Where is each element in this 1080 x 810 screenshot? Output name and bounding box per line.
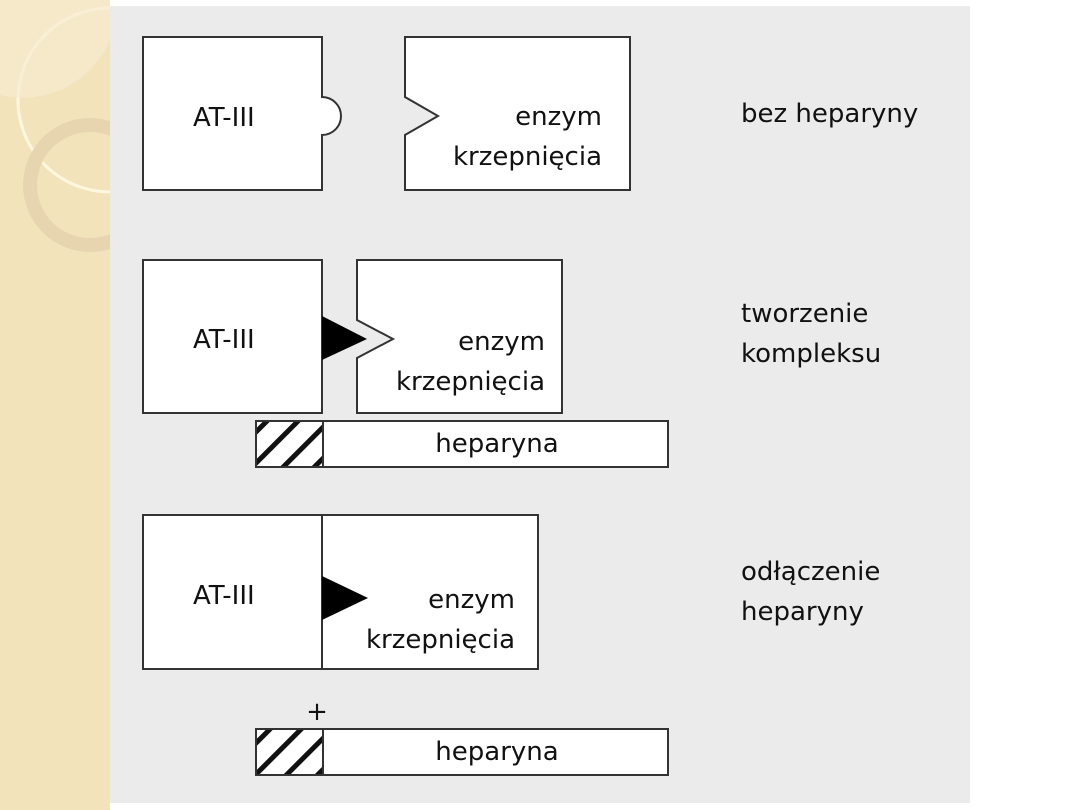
enzyme-label-1: enzym [458,327,545,357]
at3-label: AT-III [193,325,255,355]
enzyme-label-1: enzym [428,585,515,615]
at3-label: AT-III [193,581,255,611]
heparin-label: heparyna [435,737,558,767]
heparin-binding-segment [255,728,324,776]
enzyme-label-2: krzepnięcia [366,625,515,655]
step-label-1: tworzenie [741,299,868,329]
heparin-bar [255,420,669,468]
plus-sign: + [306,697,328,727]
enzyme-block [356,259,563,414]
step-label: bez heparyny [741,99,918,129]
row-heparin-release: AT-III enzym krzepnięcia + heparyna odłą… [142,514,880,776]
enzyme-label-1: enzym [515,102,602,132]
active-site-triangle-icon [322,316,367,360]
active-site-triangle-icon [322,576,368,620]
row-without-heparin: AT-III enzym krzepnięcia bez heparyny [142,36,918,191]
at3-label: AT-III [193,103,255,133]
at3-block [142,259,323,414]
decorative-rings-icon [0,0,110,252]
step-label-2: kompleksu [741,339,881,369]
row-complex-formation: AT-III enzym krzepnięcia heparyna tworze… [142,259,881,468]
heparin-binding-segment [255,420,324,468]
enzyme-block [404,36,631,191]
enzyme-label-2: krzepnięcia [453,142,602,172]
step-label-1: odłączenie [741,557,880,587]
decorative-side-strip [0,0,110,810]
heparin-bar [255,728,669,776]
at3-block [142,36,342,191]
heparin-label: heparyna [435,429,558,459]
enzyme-label-2: krzepnięcia [396,367,545,397]
step-label-2: heparyny [741,597,864,627]
